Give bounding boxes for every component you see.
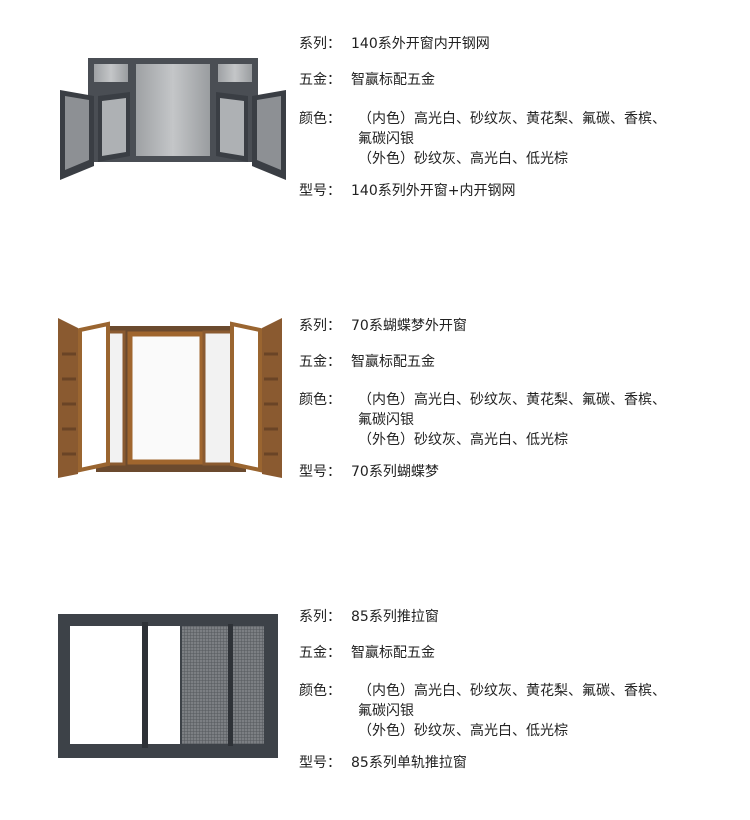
model-value: 85系列单轨推拉窗 xyxy=(351,755,467,771)
colors-label: 颜色： xyxy=(299,683,341,699)
model-value: 70系列蝴蝶梦 xyxy=(351,464,439,480)
inner-colors: （内色）高光白、砂纹灰、黄花梨、氟碳、香槟、 xyxy=(358,111,666,127)
hardware-value: 智赢标配五金 xyxy=(351,72,435,88)
hardware-label: 五金： xyxy=(299,354,341,370)
butterfly-window-image xyxy=(58,318,282,478)
hardware-value: 智赢标配五金 xyxy=(351,354,435,370)
hardware-label: 五金： xyxy=(299,72,341,88)
hardware-value: 智赢标配五金 xyxy=(351,645,435,661)
model-label: 型号： xyxy=(299,183,341,199)
hardware-label: 五金： xyxy=(299,645,341,661)
colors-label: 颜色： xyxy=(299,392,341,408)
inner-colors-cont: 氟碳闪银 xyxy=(358,131,414,147)
series-label: 系列： xyxy=(299,318,341,334)
casement-window-image xyxy=(60,58,286,180)
outer-colors: （外色）砂纹灰、高光白、低光棕 xyxy=(358,432,568,448)
series-value: 85系列推拉窗 xyxy=(351,609,439,625)
inner-colors: （内色）高光白、砂纹灰、黄花梨、氟碳、香槟、 xyxy=(358,392,666,408)
inner-colors-cont: 氟碳闪银 xyxy=(358,412,414,428)
sliding-window-image xyxy=(58,614,278,758)
outer-colors: （外色）砂纹灰、高光白、低光棕 xyxy=(358,151,568,167)
inner-colors-cont: 氟碳闪银 xyxy=(358,703,414,719)
model-label: 型号： xyxy=(299,755,341,771)
model-label: 型号： xyxy=(299,464,341,480)
series-label: 系列： xyxy=(299,609,341,625)
series-value: 70系蝴蝶梦外开窗 xyxy=(351,318,467,334)
series-label: 系列： xyxy=(299,36,341,52)
model-value: 140系列外开窗+内开钢网 xyxy=(351,183,516,199)
series-value: 140系外开窗内开钢网 xyxy=(351,36,490,52)
outer-colors: （外色）砂纹灰、高光白、低光棕 xyxy=(358,723,568,739)
colors-label: 颜色： xyxy=(299,111,341,127)
inner-colors: （内色）高光白、砂纹灰、黄花梨、氟碳、香槟、 xyxy=(358,683,666,699)
